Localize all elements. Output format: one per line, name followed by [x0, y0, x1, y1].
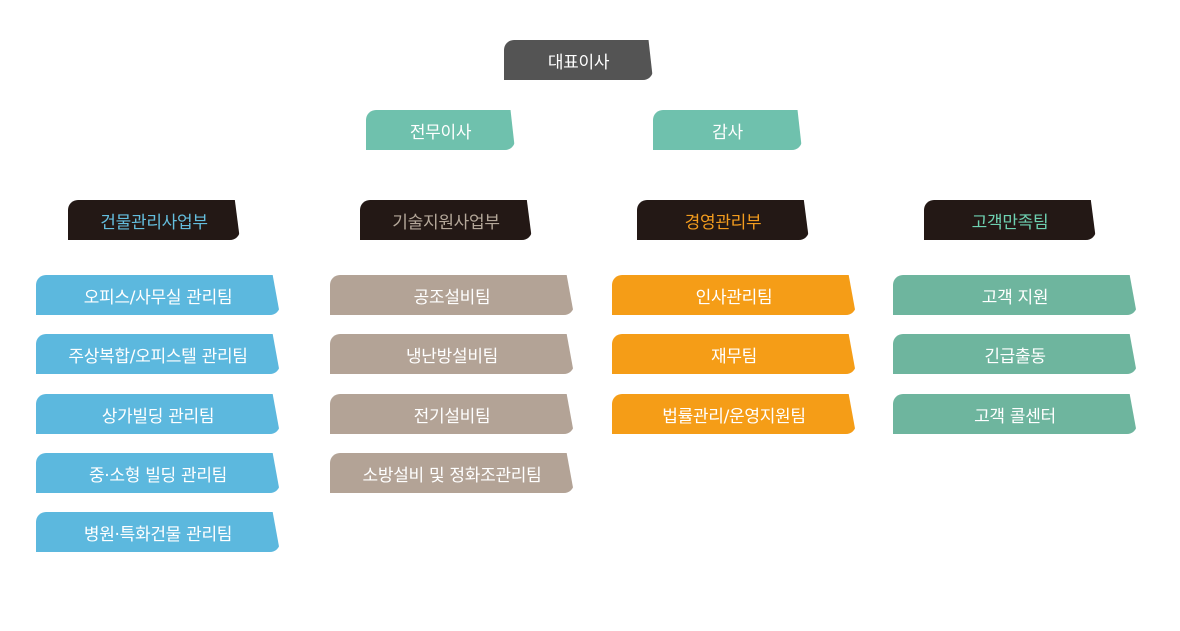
team-box: 중·소형 빌딩 관리팀 — [36, 453, 280, 493]
team-label: 냉난방설비팀 — [405, 346, 499, 367]
team-box: 전기설비팀 — [330, 394, 574, 434]
team-label: 오피스/사무실 관리팀 — [83, 287, 233, 308]
team-label: 소방설비 및 정화조관리팀 — [362, 465, 542, 486]
executive-director-label: 전무이사 — [409, 122, 472, 143]
team-box: 주상복합/오피스텔 관리팀 — [36, 334, 280, 374]
team-label: 법률관리/운영지원팀 — [662, 406, 806, 427]
team-box: 상가빌딩 관리팀 — [36, 394, 280, 434]
team-box: 인사관리팀 — [612, 275, 856, 315]
ceo-label: 대표이사 — [547, 52, 610, 73]
team-box: 냉난방설비팀 — [330, 334, 574, 374]
dept-label: 고객만족팀 — [971, 212, 1049, 233]
team-box: 고객 콜센터 — [893, 394, 1137, 434]
team-label: 전기설비팀 — [413, 406, 491, 427]
team-label: 인사관리팀 — [695, 287, 773, 308]
team-label: 재무팀 — [710, 346, 758, 367]
team-label: 병원·특화건물 관리팀 — [83, 524, 233, 545]
team-label: 고객 지원 — [981, 287, 1049, 308]
auditor-box: 감사 — [653, 110, 802, 150]
dept-business-management: 경영관리부 — [637, 200, 809, 240]
team-box: 병원·특화건물 관리팀 — [36, 512, 280, 552]
dept-technical-support: 기술지원사업부 — [360, 200, 532, 240]
team-label: 공조설비팀 — [413, 287, 491, 308]
team-label: 중·소형 빌딩 관리팀 — [88, 465, 228, 486]
team-label: 긴급출동 — [984, 346, 1046, 367]
dept-customer-satisfaction: 고객만족팀 — [924, 200, 1096, 240]
auditor-label: 감사 — [712, 122, 743, 143]
executive-director-box: 전무이사 — [366, 110, 515, 150]
team-label: 고객 콜센터 — [974, 406, 1056, 427]
team-label: 상가빌딩 관리팀 — [101, 406, 215, 427]
team-box: 재무팀 — [612, 334, 856, 374]
dept-building-management: 건물관리사업부 — [68, 200, 240, 240]
team-box: 긴급출동 — [893, 334, 1137, 374]
dept-label: 기술지원사업부 — [392, 212, 500, 233]
team-box: 오피스/사무실 관리팀 — [36, 275, 280, 315]
dept-label: 건물관리사업부 — [100, 212, 208, 233]
dept-label: 경영관리부 — [684, 212, 762, 233]
ceo-box: 대표이사 — [504, 40, 653, 80]
team-box: 공조설비팀 — [330, 275, 574, 315]
team-box: 고객 지원 — [893, 275, 1137, 315]
team-box: 법률관리/운영지원팀 — [612, 394, 856, 434]
team-label: 주상복합/오피스텔 관리팀 — [68, 346, 248, 367]
team-box: 소방설비 및 정화조관리팀 — [330, 453, 574, 493]
